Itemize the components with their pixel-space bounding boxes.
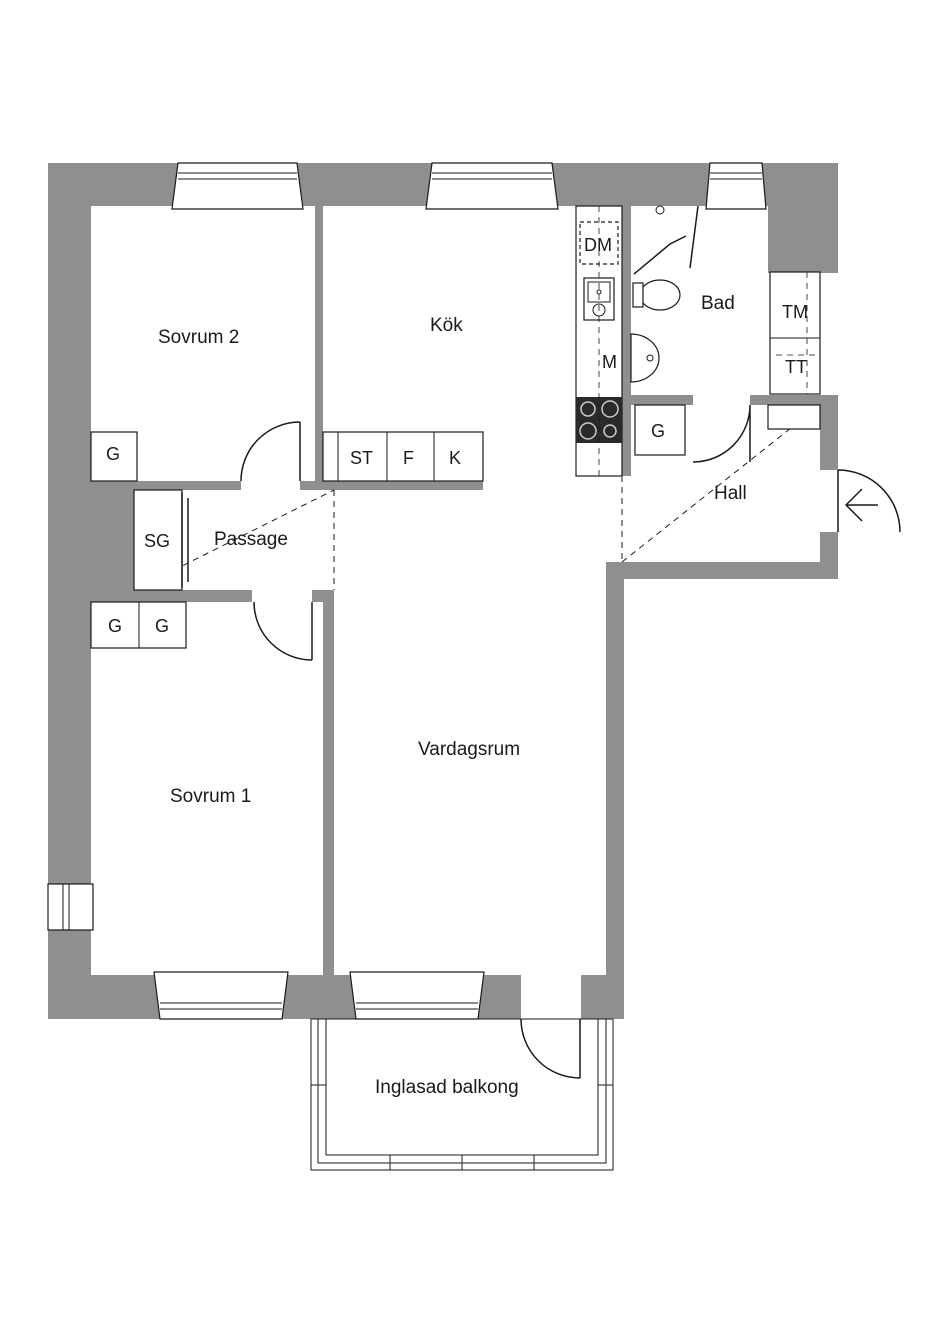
arrow-left-icon xyxy=(844,488,878,522)
kitchen-counter xyxy=(575,205,623,477)
window-living-bottom xyxy=(349,971,485,1020)
fixture-label-g-sovrum1-b: G xyxy=(155,616,169,636)
wall-sovrum1-top-right xyxy=(312,590,334,602)
room-label-sovrum2: Sovrum 2 xyxy=(158,327,239,348)
wall-sovrum1-top xyxy=(91,590,252,602)
room-label-bad: Bad xyxy=(701,293,735,314)
room-label-sovrum1: Sovrum 1 xyxy=(170,786,251,807)
wardrobe-sovrum2 xyxy=(90,431,138,482)
fixture-label-tm: TM xyxy=(782,302,808,322)
wall-left xyxy=(48,163,91,1019)
fixture-label-tt: TT xyxy=(785,357,807,377)
room-label-hall: Hall xyxy=(714,483,747,504)
wall-sovrum1-living xyxy=(323,602,334,975)
wall-right-upper xyxy=(768,163,838,273)
fixture-label-m: M xyxy=(602,352,617,372)
balcony-door-gap xyxy=(521,975,581,1019)
wall-right-hall xyxy=(820,395,838,470)
basin-icon xyxy=(630,333,660,383)
wall-sovrum2-kok xyxy=(315,206,323,481)
fixture-label-g-sovrum2: G xyxy=(106,444,120,464)
window-kok xyxy=(425,162,559,210)
door-sovrum1 xyxy=(253,601,313,661)
room-label-passage: Passage xyxy=(214,529,288,550)
window-sovrum1-bottom xyxy=(153,971,289,1020)
labels: Sovrum 2 Kök Bad Passage Hall Vardagsrum… xyxy=(106,235,808,1098)
door-sovrum2 xyxy=(240,421,301,482)
room-label-kok: Kök xyxy=(430,315,463,336)
door-entrance xyxy=(837,469,901,533)
room-label-vardagsrum: Vardagsrum xyxy=(418,739,520,760)
fixture-label-g-sovrum1-a: G xyxy=(108,616,122,636)
window-bad xyxy=(705,162,767,210)
fixture-label-f: F xyxy=(403,448,414,468)
door-bad xyxy=(692,404,751,463)
fixture-label-dm: DM xyxy=(584,235,612,255)
wardrobe-bad xyxy=(634,404,686,456)
walls xyxy=(48,163,838,1019)
wall-bad-bottom-right xyxy=(750,395,820,405)
fixture-label-st: ST xyxy=(350,448,373,468)
wall-bad-bottom xyxy=(631,395,693,405)
wall-passage-top xyxy=(300,481,483,490)
wall-hall-bottom xyxy=(606,562,838,579)
shower-icon xyxy=(633,235,687,275)
room-label-balkong: Inglasad balkong xyxy=(375,1077,519,1098)
kitchen-units xyxy=(322,431,484,482)
door-balcony xyxy=(520,1018,581,1079)
bathroom-fixtures xyxy=(630,205,821,430)
wall-passage-left xyxy=(91,490,134,590)
wall-kok-bad xyxy=(622,206,631,476)
hall-shelf xyxy=(767,404,821,430)
window-sovrum2 xyxy=(171,162,304,210)
window-sovrum1-side xyxy=(47,883,94,931)
fixture-label-g-bad: G xyxy=(651,421,665,441)
fixture-label-sg: SG xyxy=(144,531,170,551)
doors xyxy=(240,404,901,1079)
wall-sovrum2-bottom xyxy=(91,481,241,490)
balcony xyxy=(310,1018,614,1171)
fixture-label-k: K xyxy=(449,448,461,468)
wall-living-right xyxy=(606,562,624,1019)
washer-dryer xyxy=(769,271,821,395)
toilet-icon xyxy=(639,279,681,311)
